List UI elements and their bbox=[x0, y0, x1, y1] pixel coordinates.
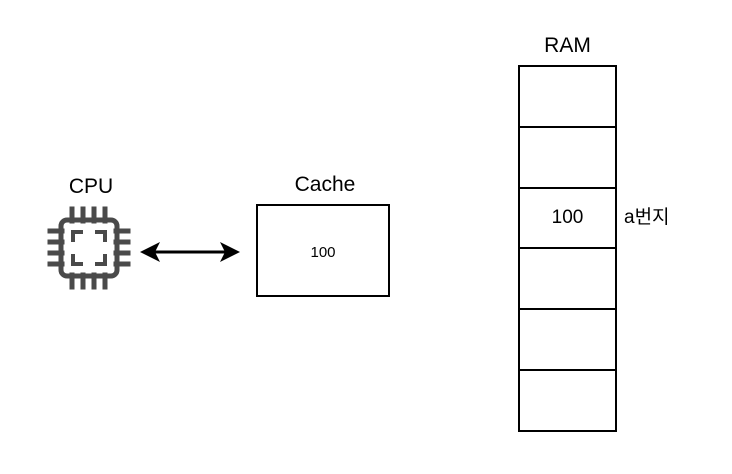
cache-label: Cache bbox=[294, 173, 356, 196]
ram-address-label: a번지 bbox=[624, 207, 670, 228]
ram-label: RAM bbox=[544, 34, 591, 57]
cpu-label: CPU bbox=[68, 175, 114, 198]
ram-cell: 100 bbox=[520, 189, 615, 250]
cache-value: 100 bbox=[310, 244, 336, 261]
cpu-chip-icon bbox=[47, 206, 131, 290]
ram-cell bbox=[520, 128, 615, 189]
double-headed-arrow-icon bbox=[138, 238, 242, 266]
ram-memory-stack: 100 bbox=[518, 65, 617, 432]
cache-box: 100 bbox=[256, 204, 390, 297]
ram-cell bbox=[520, 310, 615, 372]
ram-cell bbox=[520, 371, 615, 430]
ram-cell bbox=[520, 249, 615, 311]
ram-cell bbox=[520, 67, 615, 128]
